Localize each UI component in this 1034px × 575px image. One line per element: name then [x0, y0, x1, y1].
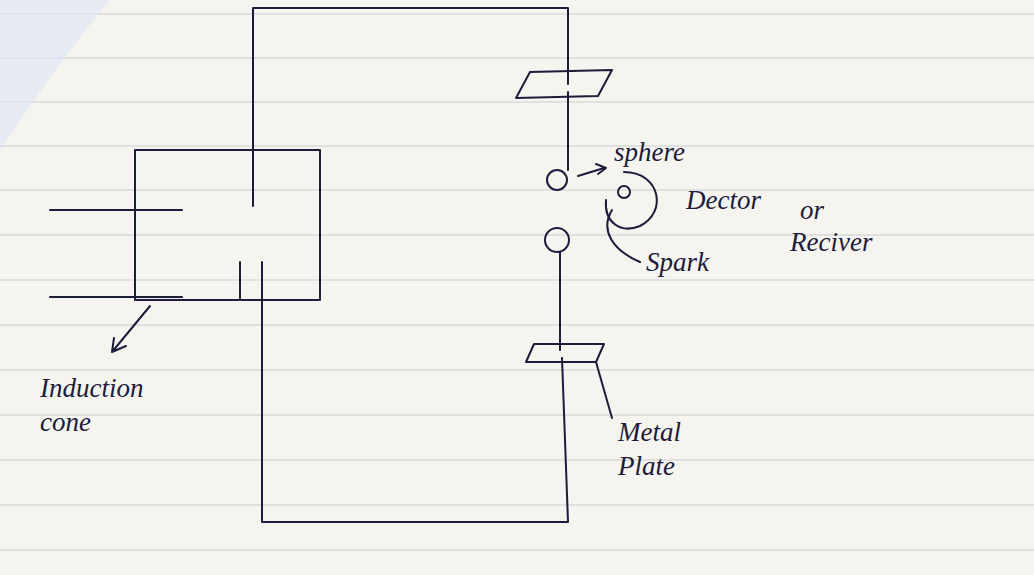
ruled-lines [0, 14, 1034, 550]
spark-leader [607, 210, 640, 262]
detector-ring [606, 172, 657, 228]
upper-sphere [547, 170, 567, 190]
upper-wire [253, 8, 568, 206]
detector-label: Dector [686, 184, 796, 218]
coil-input-wire [50, 296, 182, 298]
spark-label: Spark [646, 246, 746, 280]
coil-lead [239, 262, 241, 300]
lower-rod [559, 252, 561, 350]
top-metal-plate [516, 70, 612, 98]
spark-gap-ball [618, 186, 630, 198]
bottom-metal-plate [526, 344, 604, 362]
metal-plate-label: Metal Plate [618, 416, 708, 484]
sphere-label: sphere [614, 136, 724, 170]
coil-input-wire [50, 209, 182, 211]
plate-leader [596, 362, 612, 418]
induction-coil-box [135, 150, 320, 300]
or-label: or [800, 194, 840, 228]
corner-swoosh [0, 0, 110, 150]
induction-coil-label: Induction cone [40, 372, 180, 440]
receiver-label: Reciver [790, 226, 920, 260]
sphere-leader [578, 164, 606, 176]
lower-sphere [545, 228, 569, 252]
induction-leader [112, 306, 150, 352]
upper-rod [567, 92, 569, 170]
